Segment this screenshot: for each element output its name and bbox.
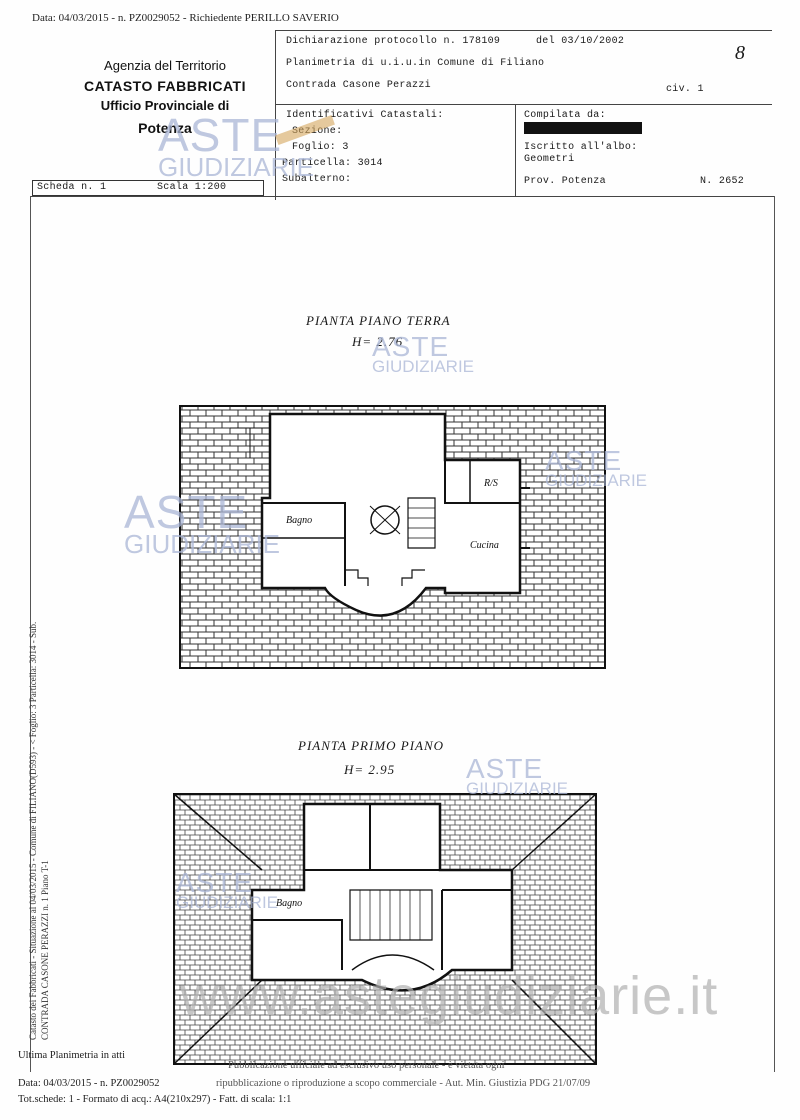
agency-name: Agenzia del Territorio bbox=[104, 58, 226, 73]
request-line: Data: 04/03/2015 - n. PZ0029052 - Richie… bbox=[32, 12, 339, 24]
footer-data-line: Data: 04/03/2015 - n. PZ0029052 bbox=[18, 1078, 160, 1089]
room-label-cucina: Cucina bbox=[470, 540, 499, 551]
iscritto-albo: Iscritto all'albo: bbox=[524, 142, 638, 153]
ground-floor-title: PIANTA PIANO TERRA bbox=[306, 313, 451, 328]
civico: civ. 1 bbox=[666, 84, 704, 95]
watermark-first-left: ASTE GIUDIZIARIE bbox=[176, 867, 279, 913]
catasto-title: CATASTO FABBRICATI bbox=[84, 78, 246, 94]
watermark-right: ASTE GIUDIZIARIE bbox=[545, 445, 648, 491]
provincia: Prov. Potenza bbox=[524, 176, 606, 187]
header-rule-top bbox=[275, 30, 772, 31]
header-rule-split bbox=[515, 104, 516, 196]
dichiarazione-date: del 03/10/2002 bbox=[536, 36, 625, 47]
albo-geometri: Geometri bbox=[524, 154, 575, 165]
ground-floor-height: H= 2.76 bbox=[352, 334, 404, 349]
tot-schede: Tot.schede: 1 - Formato di acq.: A4(210x… bbox=[18, 1094, 292, 1105]
watermark-left: ASTE GIUDIZIARIE bbox=[124, 486, 281, 560]
scheda-number: Scheda n. 1 bbox=[37, 182, 107, 193]
sezione: Sezione: bbox=[292, 126, 343, 137]
compilata-da: Compilata da: bbox=[524, 110, 606, 121]
ufficio-line: Ufficio Provinciale di bbox=[100, 98, 230, 113]
handwritten-mark: 8 bbox=[735, 42, 745, 64]
room-label-bagno-first: Bagno bbox=[276, 898, 303, 909]
watermark-ground: ASTE GIUDIZIARIE bbox=[372, 331, 475, 377]
watermark-site: www.astegiudiziarie.it bbox=[180, 966, 719, 1026]
ufficio-city: Potenza bbox=[138, 120, 192, 136]
numero-albo: N. 2652 bbox=[700, 176, 745, 187]
ground-floor-plan bbox=[179, 405, 606, 669]
header-rule-bottom bbox=[30, 196, 775, 197]
ultima-planimetria: Ultima Planimetria in atti bbox=[18, 1050, 126, 1061]
contrada: Contrada Casone Perazzi bbox=[286, 80, 431, 91]
planimetria-comune: Planimetria di u.i.u.in Comune di Filian… bbox=[286, 58, 545, 69]
dichiarazione-protocollo: Dichiarazione protocollo n. 178109 bbox=[286, 36, 501, 47]
identificativi-label: Identificativi Catastali: bbox=[286, 110, 444, 121]
header-rule-mid bbox=[275, 104, 772, 105]
header-rule-left bbox=[275, 30, 276, 200]
scala: Scala 1:200 bbox=[157, 182, 227, 193]
scheda-box: Scheda n. 1 Scala 1:200 bbox=[32, 180, 264, 196]
redaction-bar bbox=[524, 122, 642, 134]
first-floor-plan bbox=[173, 793, 597, 1065]
ripubblicazione-notice: ripubblicazione o riproduzione a scopo c… bbox=[216, 1078, 591, 1089]
watermark-header: ASTE GIUDIZIARIE bbox=[158, 109, 315, 183]
pubblicazione-notice: Pubblicazione ufficiale ad esclusivo uso… bbox=[228, 1060, 505, 1071]
subalterno: Subalterno: bbox=[282, 174, 352, 185]
foglio: Foglio: 3 bbox=[292, 142, 349, 153]
room-label-rs: R/S bbox=[484, 478, 498, 489]
watermark-first: ASTE GIUDIZIARIE bbox=[466, 753, 569, 799]
first-floor-height: H= 2.95 bbox=[344, 762, 396, 777]
sheet-frame bbox=[30, 196, 775, 1072]
room-label-bagno-ground: Bagno bbox=[286, 515, 313, 526]
side-text-indirizzo: CONTRADA CASONE PERAZZI n. 1 Piano T-1 bbox=[40, 860, 50, 1040]
particella: Particella: 3014 bbox=[282, 158, 383, 169]
side-text-situazione: Catasto dei Fabbricati - Situazione al 0… bbox=[28, 621, 38, 1040]
first-floor-title: PIANTA PRIMO PIANO bbox=[298, 738, 445, 753]
